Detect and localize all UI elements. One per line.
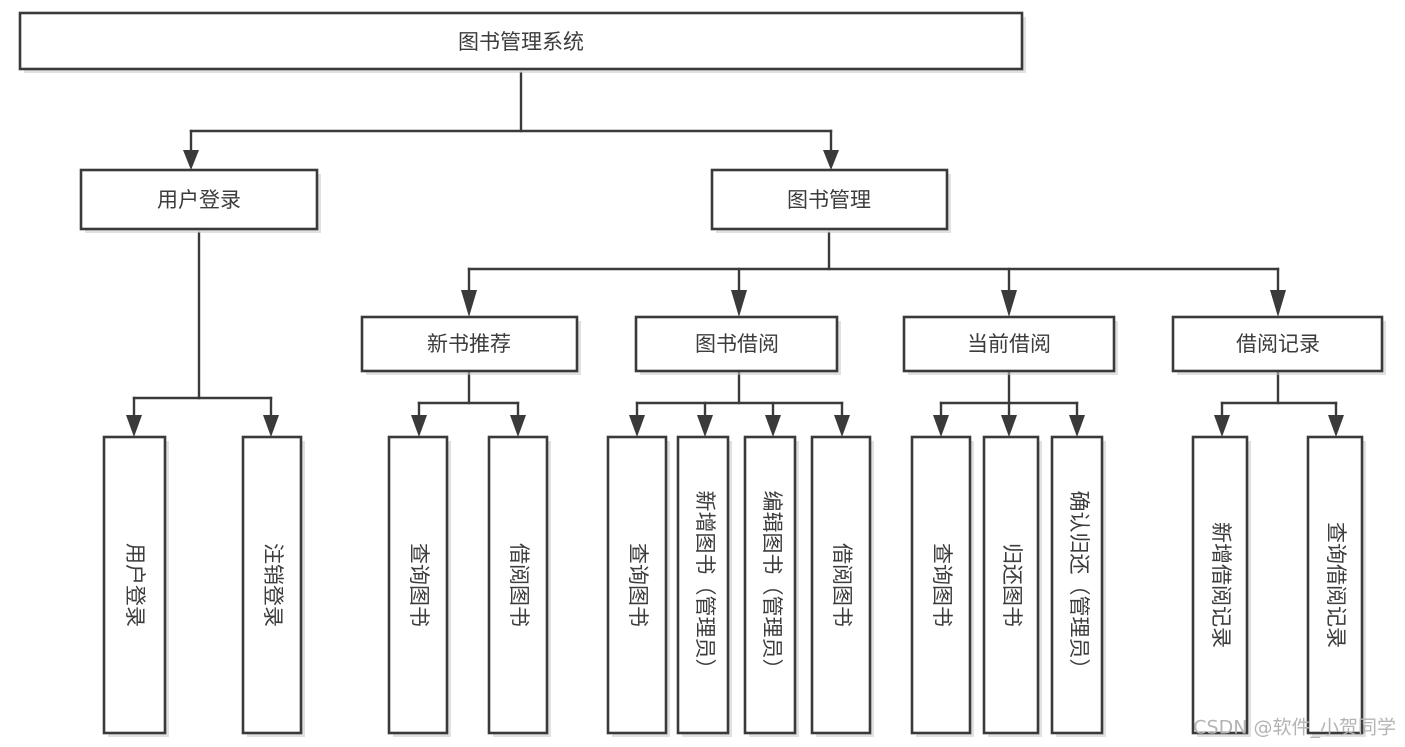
leaf-node[interactable]: 查询图书 (606, 435, 670, 737)
leaf-node[interactable]: 注销登录 (241, 435, 305, 737)
csdn-watermark: CSDN @软件_小贺同学 (1193, 717, 1396, 739)
leaf-node[interactable]: 查询借阅记录 (1306, 435, 1366, 737)
arrow-head-nb-leaf1 (411, 415, 427, 437)
leaf-box[interactable] (1050, 435, 1104, 735)
leaf-box[interactable] (487, 435, 549, 735)
arrow-head-cb-leaf2 (1001, 415, 1017, 437)
node-book-manage-label: 图书管理 (787, 188, 871, 212)
arrow-head-br-leaf1 (1214, 415, 1230, 437)
node-book-borrow-label: 图书借阅 (695, 332, 779, 356)
leaf-node[interactable]: 借阅图书 (810, 435, 874, 737)
leaf-label: 归还图书 (1000, 543, 1024, 627)
leaf-box[interactable] (676, 435, 730, 735)
node-current-borrow-box[interactable] (902, 315, 1116, 373)
leaf-label: 新增借阅记录 (1209, 522, 1233, 648)
leaf-box[interactable] (387, 435, 449, 735)
node-borrow-record-label: 借阅记录 (1236, 332, 1320, 356)
leaf-label: 编辑图书（管理员） (760, 491, 784, 680)
leaf-node[interactable]: 借阅图书 (487, 435, 551, 737)
arrow-head-book-borrow (731, 290, 747, 317)
node-root[interactable]: 图书管理系统 (18, 11, 1026, 73)
node-new-book[interactable]: 新书推荐 (360, 315, 581, 375)
leaf-box[interactable] (910, 435, 972, 735)
leaf-node[interactable]: 新增图书（管理员） (676, 435, 732, 737)
leaf-box[interactable] (241, 435, 303, 735)
leaf-label: 查询图书 (407, 543, 431, 627)
arrow-head-bb-leaf4 (834, 415, 850, 437)
node-new-book-box[interactable] (360, 315, 579, 373)
leaf-node[interactable]: 查询图书 (910, 435, 974, 737)
leaf-node[interactable]: 新增借阅记录 (1191, 435, 1251, 737)
leaf-label: 确认归还（管理员） (1067, 491, 1091, 680)
node-user-login-label: 用户登录 (157, 188, 241, 212)
leaf-label: 查询图书 (930, 543, 954, 627)
node-user-login-box[interactable] (79, 168, 319, 231)
arrow-head-user-login (183, 150, 199, 170)
node-borrow-record-box[interactable] (1171, 315, 1384, 373)
leaf-box[interactable] (810, 435, 872, 735)
leaf-node[interactable]: 归还图书 (982, 435, 1042, 737)
arrow-head-borrow-record (1270, 290, 1286, 317)
node-book-borrow-box[interactable] (634, 315, 839, 373)
arrow-head-bb-leaf1 (629, 415, 645, 437)
leaf-node[interactable]: 查询图书 (387, 435, 451, 737)
leaf-label: 借阅图书 (507, 543, 531, 627)
leaf-box[interactable] (102, 435, 167, 735)
arrow-head-bb-leaf3 (765, 415, 781, 437)
arrow-head-br-leaf2 (1328, 415, 1344, 437)
node-root-label: 图书管理系统 (458, 30, 584, 54)
arrow-head-book-manage (823, 150, 839, 170)
leaf-box[interactable] (606, 435, 668, 735)
leaf-node[interactable]: 编辑图书（管理员） (743, 435, 799, 737)
node-root-box[interactable] (18, 11, 1024, 71)
leaf-node[interactable]: 确认归还（管理员） (1050, 435, 1106, 737)
arrow-head-cb-leaf1 (933, 415, 949, 437)
node-book-borrow[interactable]: 图书借阅 (634, 315, 841, 375)
node-book-manage[interactable]: 图书管理 (710, 168, 951, 233)
arrow-head-leaf-user-login (126, 415, 142, 437)
arrow-head-current-borrow (1001, 290, 1017, 317)
leaf-label: 借阅图书 (830, 543, 854, 627)
arrow-head-bb-leaf2 (697, 415, 713, 437)
node-current-borrow-label: 当前借阅 (967, 332, 1051, 356)
leaf-label: 查询图书 (626, 543, 650, 627)
leaf-box[interactable] (982, 435, 1040, 735)
arrow-head-leaf-logout (263, 415, 279, 437)
leaf-box[interactable] (743, 435, 797, 735)
leaf-label: 新增图书（管理员） (693, 491, 717, 680)
node-user-login[interactable]: 用户登录 (79, 168, 321, 233)
node-book-manage-box[interactable] (710, 168, 949, 231)
arrow-head-new-book (461, 290, 477, 317)
leaf-label: 注销登录 (261, 543, 285, 627)
leaf-label: 用户登录 (123, 543, 147, 627)
connectors-group (126, 71, 1344, 437)
arrow-head-cb-leaf3 (1069, 415, 1085, 437)
arrow-head-nb-leaf2 (510, 415, 526, 437)
leaf-box[interactable] (1306, 435, 1364, 735)
node-borrow-record[interactable]: 借阅记录 (1171, 315, 1386, 375)
leaf-node[interactable]: 用户登录 (102, 435, 169, 737)
leaf-label: 查询借阅记录 (1324, 522, 1348, 648)
leaf-box[interactable] (1191, 435, 1249, 735)
node-current-borrow[interactable]: 当前借阅 (902, 315, 1118, 375)
node-new-book-label: 新书推荐 (427, 332, 511, 356)
